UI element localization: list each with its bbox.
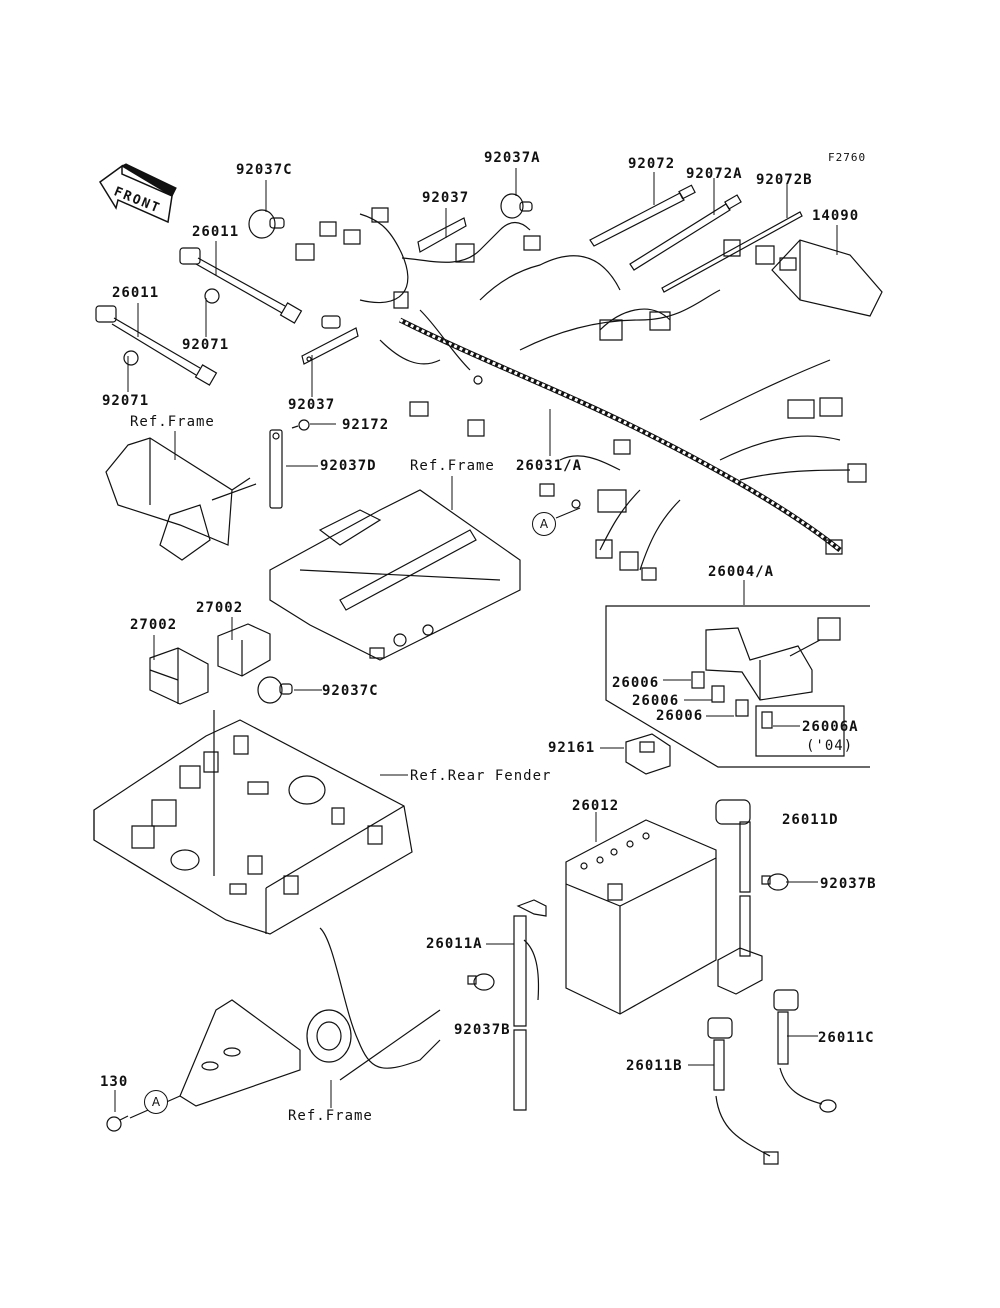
frame-center	[270, 490, 520, 660]
part-label-92037B-right[interactable]: 92037B	[820, 876, 877, 892]
sensor-26011-upper	[180, 248, 301, 323]
ref-label-rear-fender: Ref.Rear Fender	[410, 768, 552, 784]
cable-26011B	[708, 1018, 778, 1164]
junction-box-26004A-frame	[606, 606, 870, 767]
clamp-92037B-left	[468, 974, 494, 990]
cable-26011C	[774, 990, 836, 1112]
part-label-26011C[interactable]: 26011C	[818, 1030, 875, 1046]
ref-label-frame-upper-left: Ref.Frame	[130, 414, 215, 430]
strap-92037D	[270, 430, 282, 508]
part-label-92037C-mid[interactable]: 92037C	[322, 683, 379, 699]
part-label-26004A[interactable]: 26004/A	[708, 564, 775, 580]
part-label-92172[interactable]: 92172	[342, 417, 390, 433]
part-label-92071-upper[interactable]: 92071	[182, 337, 230, 353]
sensor-26011-lower	[96, 306, 216, 385]
part-label-92037B-left[interactable]: 92037B	[454, 1022, 511, 1038]
fuse-26006-1	[692, 672, 704, 688]
bolt-130	[107, 1116, 128, 1131]
part-label-92037D[interactable]: 92037D	[320, 458, 377, 474]
relay-27002-left	[150, 648, 208, 704]
callout-A-upper: A	[532, 512, 556, 536]
part-label-14090[interactable]: 14090	[812, 208, 860, 224]
fuse-26006A-box	[756, 706, 844, 756]
part-label-26006A[interactable]: 26006A	[802, 719, 859, 735]
part-label-92072B[interactable]: 92072B	[756, 172, 813, 188]
cable-tie-92072	[590, 185, 695, 246]
part-label-92161[interactable]: 92161	[548, 740, 596, 756]
part-label-27002-right[interactable]: 27002	[196, 600, 244, 616]
part-label-92037-lower[interactable]: 92037	[288, 397, 336, 413]
part-label-26011-lower[interactable]: 26011	[112, 285, 160, 301]
part-label-27002-left[interactable]: 27002	[130, 617, 178, 633]
cable-tie-92072A	[630, 195, 741, 270]
part-label-26011B[interactable]: 26011B	[626, 1058, 683, 1074]
cover-14090	[772, 240, 882, 316]
clamp-92037A	[501, 194, 532, 218]
part-label-26006-1[interactable]: 26006	[612, 675, 660, 691]
clamp-92037B-right	[762, 874, 788, 890]
ref-label-frame-bottom: Ref.Frame	[288, 1108, 373, 1124]
cable-tie-92072B	[662, 212, 802, 292]
clamp-92037C-mid	[258, 677, 292, 703]
frame-bottom	[130, 928, 440, 1118]
clamp-92037C-upper	[249, 210, 284, 238]
part-label-26006-3[interactable]: 26006	[656, 708, 704, 724]
battery-26012	[566, 820, 716, 1014]
fuse-26006-3	[736, 700, 748, 716]
part-label-92037-top[interactable]: 92037	[422, 190, 470, 206]
part-label-92072[interactable]: 92072	[628, 156, 676, 172]
ref-label-frame-center: Ref.Frame	[410, 458, 495, 474]
part-label-26031A[interactable]: 26031/A	[516, 458, 583, 474]
relay-27002-right	[218, 624, 270, 676]
part-label-26006-2[interactable]: 26006	[632, 693, 680, 709]
part-label-92037C-top[interactable]: 92037C	[236, 162, 293, 178]
leader-A-upper	[556, 508, 580, 518]
callout-A-lower: A	[144, 1090, 168, 1114]
part-label-130[interactable]: 130	[100, 1074, 129, 1090]
bolt-92172	[292, 420, 309, 430]
frame-bracket-upper-left	[106, 438, 256, 560]
part-label-92071-lower[interactable]: 92071	[102, 393, 150, 409]
part-label-92072A[interactable]: 92072A	[686, 166, 743, 182]
band-92037-lower	[302, 328, 358, 364]
battery-tray	[94, 710, 412, 934]
part-label-26011D[interactable]: 26011D	[782, 812, 839, 828]
part-label-26012[interactable]: 26012	[572, 798, 620, 814]
grommet-92071-upper	[205, 289, 219, 303]
band-92037-upper	[418, 218, 466, 252]
fuse-26006-2	[712, 686, 724, 702]
cable-26011D	[716, 800, 762, 994]
fuse-holder-92161	[626, 734, 670, 774]
figure-code: F2760	[828, 151, 867, 164]
leader-lines	[115, 168, 837, 1112]
part-label-26011-upper[interactable]: 26011	[192, 224, 240, 240]
part-label-26011A[interactable]: 26011A	[426, 936, 483, 952]
cable-26011A	[514, 900, 546, 1110]
main-harness-26031A	[296, 208, 866, 580]
part-note-26006A-year: ('04)	[806, 738, 854, 754]
grommet-92071-lower	[124, 351, 138, 365]
front-arrow-icon	[100, 164, 176, 222]
part-label-92037A[interactable]: 92037A	[484, 150, 541, 166]
